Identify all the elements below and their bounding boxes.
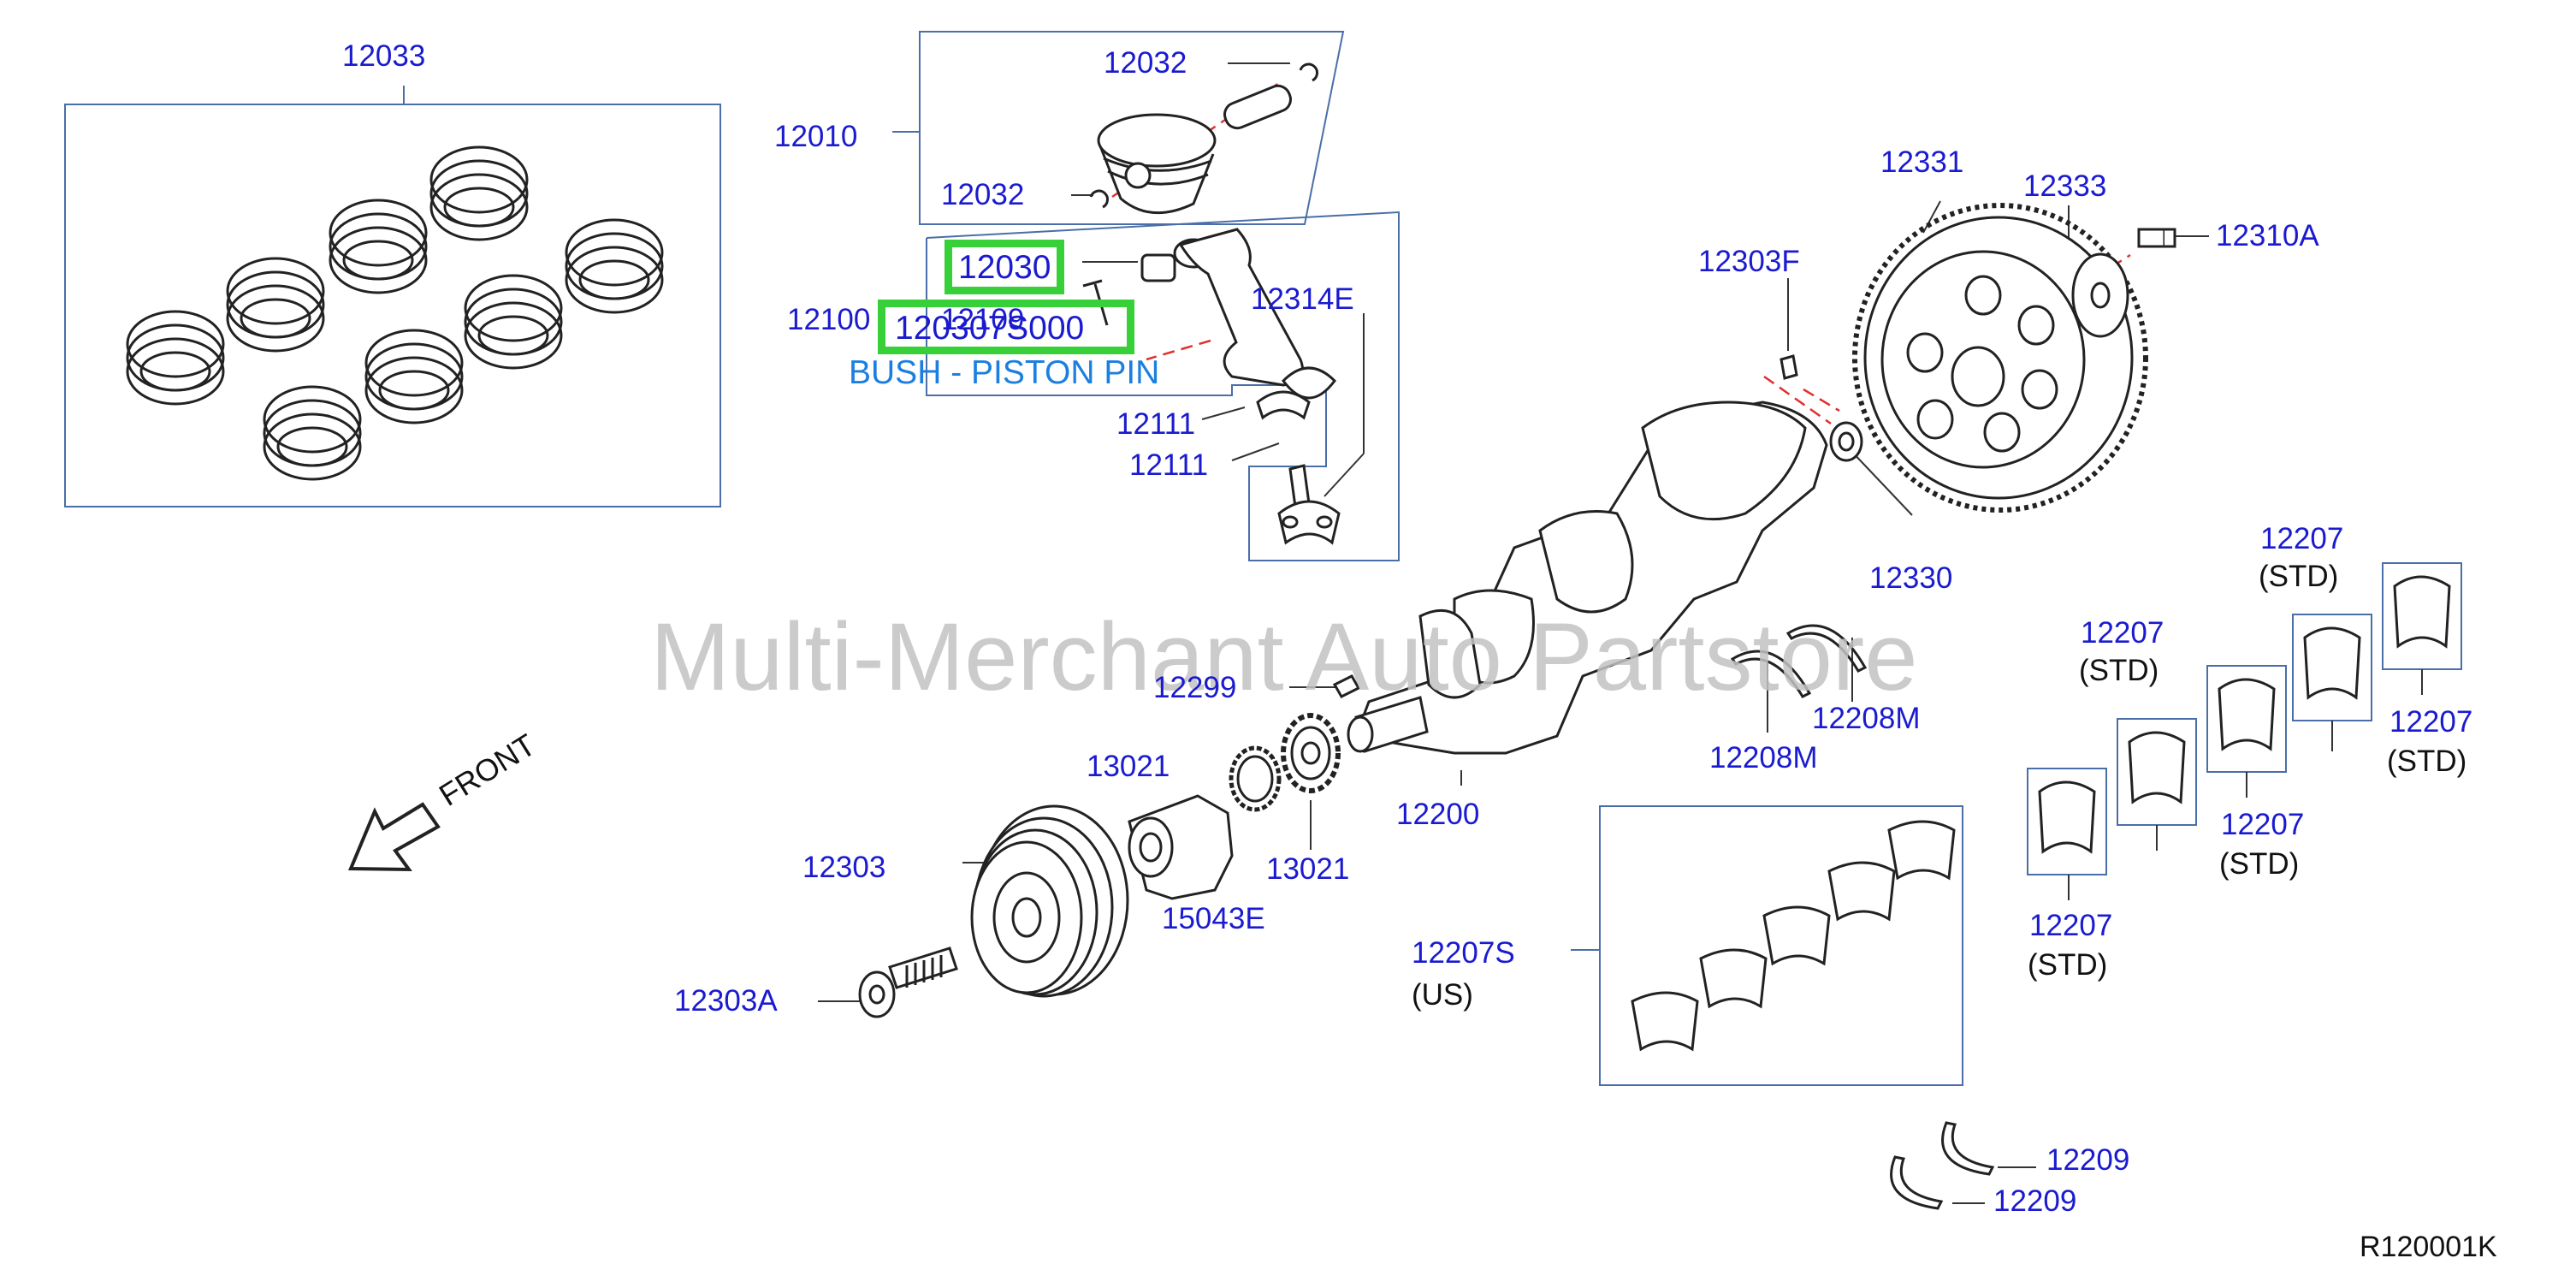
label-12100[interactable]: 12100 — [787, 303, 871, 336]
piston-assembly-frame — [919, 31, 1345, 225]
label-12303[interactable]: 12303 — [802, 851, 886, 884]
main-bearing-set-icon — [1631, 820, 1956, 1052]
main-bearing-std-icon — [2038, 575, 2451, 854]
crankshaft-icon — [1347, 354, 1863, 755]
label-12207-3[interactable]: 12207 — [2389, 705, 2473, 739]
label-12331[interactable]: 12331 — [1880, 145, 1964, 179]
label-12314e[interactable]: 12314E — [1251, 282, 1354, 316]
diagram-code: R120001K — [2360, 1231, 2497, 1263]
label-12303f[interactable]: 12303F — [1698, 245, 1800, 278]
highlight-box-part-number[interactable] — [878, 300, 1134, 354]
label-12207-2[interactable]: 12207 — [2081, 616, 2164, 650]
label-12208m-a[interactable]: 12208M — [1812, 702, 1921, 735]
label-12010[interactable]: 12010 — [774, 120, 858, 153]
crank-pulley-icon — [970, 804, 1129, 998]
label-12032-top[interactable]: 12032 — [1104, 46, 1187, 80]
label-13021-a[interactable]: 13021 — [1087, 750, 1170, 783]
label-15043e[interactable]: 15043E — [1162, 902, 1265, 935]
label-12033[interactable]: 12033 — [342, 39, 426, 73]
label-12200[interactable]: 12200 — [1396, 798, 1480, 831]
connecting-rod-frame — [926, 211, 1400, 561]
label-12209-b[interactable]: 12209 — [1993, 1184, 2077, 1218]
crank-bolt-icon — [858, 947, 958, 1018]
label-std-1: (STD) — [2259, 560, 2339, 593]
label-12109[interactable]: 12109 — [941, 303, 1025, 336]
label-12208m-b[interactable]: 12208M — [1709, 741, 1818, 774]
flywheel-icon — [1852, 203, 2176, 513]
thrust-washer-icon — [1730, 624, 1868, 698]
connecting-rod-icon — [1082, 228, 1341, 545]
label-12207-4[interactable]: 12207 — [2221, 808, 2305, 841]
label-13021-b[interactable]: 13021 — [1266, 852, 1350, 886]
highlight-box-12030[interactable] — [945, 240, 1064, 294]
label-12032-bottom[interactable]: 12032 — [941, 178, 1025, 211]
thrust-washer-12209-icon — [1890, 1121, 1995, 1210]
label-12303a[interactable]: 12303A — [674, 984, 778, 1018]
bearing-set-frame — [1599, 805, 1963, 1086]
label-12111-b[interactable]: 12111 — [1129, 448, 1209, 482]
highlight-label-12030[interactable]: 12030 — [958, 249, 1051, 286]
spacer-icon — [1128, 794, 1234, 900]
label-std-5: (STD) — [2028, 948, 2108, 982]
label-12330[interactable]: 12330 — [1869, 561, 1953, 595]
front-arrow-icon — [348, 802, 441, 872]
label-12299[interactable]: 12299 — [1153, 671, 1237, 704]
label-std-4: (STD) — [2219, 847, 2300, 881]
label-12111-a[interactable]: 12111 — [1116, 407, 1196, 441]
piston-ring-set-frame — [64, 104, 721, 507]
label-us: (US) — [1412, 978, 1473, 1012]
part-description: BUSH - PISTON PIN — [849, 354, 1160, 391]
highlight-part-number[interactable]: 120307S000 — [895, 310, 1085, 347]
label-12333[interactable]: 12333 — [2023, 169, 2107, 203]
piston-rings-icon — [126, 145, 664, 481]
watermark: Multi-Merchant Auto Partstore — [650, 603, 1918, 710]
piston-icon — [1089, 62, 1319, 215]
label-12209-a[interactable]: 12209 — [2046, 1143, 2130, 1177]
label-12207s[interactable]: 12207S — [1412, 936, 1515, 970]
label-12310a[interactable]: 12310A — [2216, 219, 2319, 252]
label-std-2: (STD) — [2079, 654, 2159, 687]
label-std-3: (STD) — [2387, 745, 2467, 778]
sprocket-icon — [1229, 674, 1361, 812]
label-12207-1[interactable]: 12207 — [2260, 522, 2344, 555]
label-12207-5[interactable]: 12207 — [2029, 909, 2113, 942]
